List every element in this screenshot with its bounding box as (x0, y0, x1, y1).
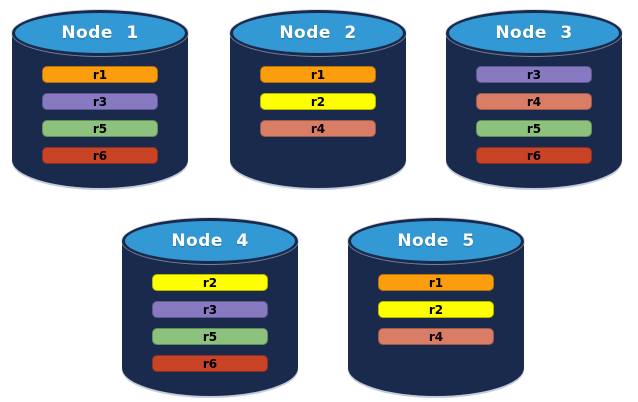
cylinder-top: Node 2 (230, 10, 406, 56)
replica-bar: r1 (42, 66, 158, 83)
replica-bar: r6 (476, 147, 592, 164)
node-cylinder: Node 3 r3 r4 r5 r6 (446, 10, 622, 188)
cylinder-top: Node 4 (122, 218, 298, 264)
replica-bar: r5 (42, 120, 158, 137)
replica-list: r1 r2 r4 (378, 274, 494, 345)
node-cylinder: Node 1 r1 r3 r5 r6 (12, 10, 188, 188)
replica-bar: r1 (260, 66, 376, 83)
replica-bar: r1 (378, 274, 494, 291)
node-title: Node 5 (397, 231, 475, 251)
replica-list: r1 r3 r5 r6 (42, 66, 158, 164)
cylinder-body (230, 33, 406, 188)
replica-bar: r5 (152, 328, 268, 345)
replica-list: r3 r4 r5 r6 (476, 66, 592, 164)
node-cylinder: Node 4 r2 r3 r5 r6 (122, 218, 298, 396)
replica-bar: r6 (42, 147, 158, 164)
replica-bar: r3 (476, 66, 592, 83)
replica-bar: r4 (476, 93, 592, 110)
cylinder-top: Node 1 (12, 10, 188, 56)
replica-bar: r2 (152, 274, 268, 291)
node-title: Node 2 (279, 23, 357, 43)
node-title: Node 3 (495, 23, 573, 43)
replica-bar: r3 (152, 301, 268, 318)
node-title: Node 4 (171, 231, 249, 251)
replica-list: r1 r2 r4 (260, 66, 376, 137)
cylinder-top: Node 3 (446, 10, 622, 56)
cylinder-body (348, 241, 524, 396)
replica-bar: r3 (42, 93, 158, 110)
node-cylinder: Node 2 r1 r2 r4 (230, 10, 406, 188)
replica-bar: r2 (378, 301, 494, 318)
node-title: Node 1 (61, 23, 139, 43)
cylinder-top: Node 5 (348, 218, 524, 264)
node-cylinder: Node 5 r1 r2 r4 (348, 218, 524, 396)
replica-bar: r5 (476, 120, 592, 137)
replica-bar: r4 (260, 120, 376, 137)
replica-bar: r6 (152, 355, 268, 372)
replica-bar: r2 (260, 93, 376, 110)
replica-list: r2 r3 r5 r6 (152, 274, 268, 372)
replica-bar: r4 (378, 328, 494, 345)
